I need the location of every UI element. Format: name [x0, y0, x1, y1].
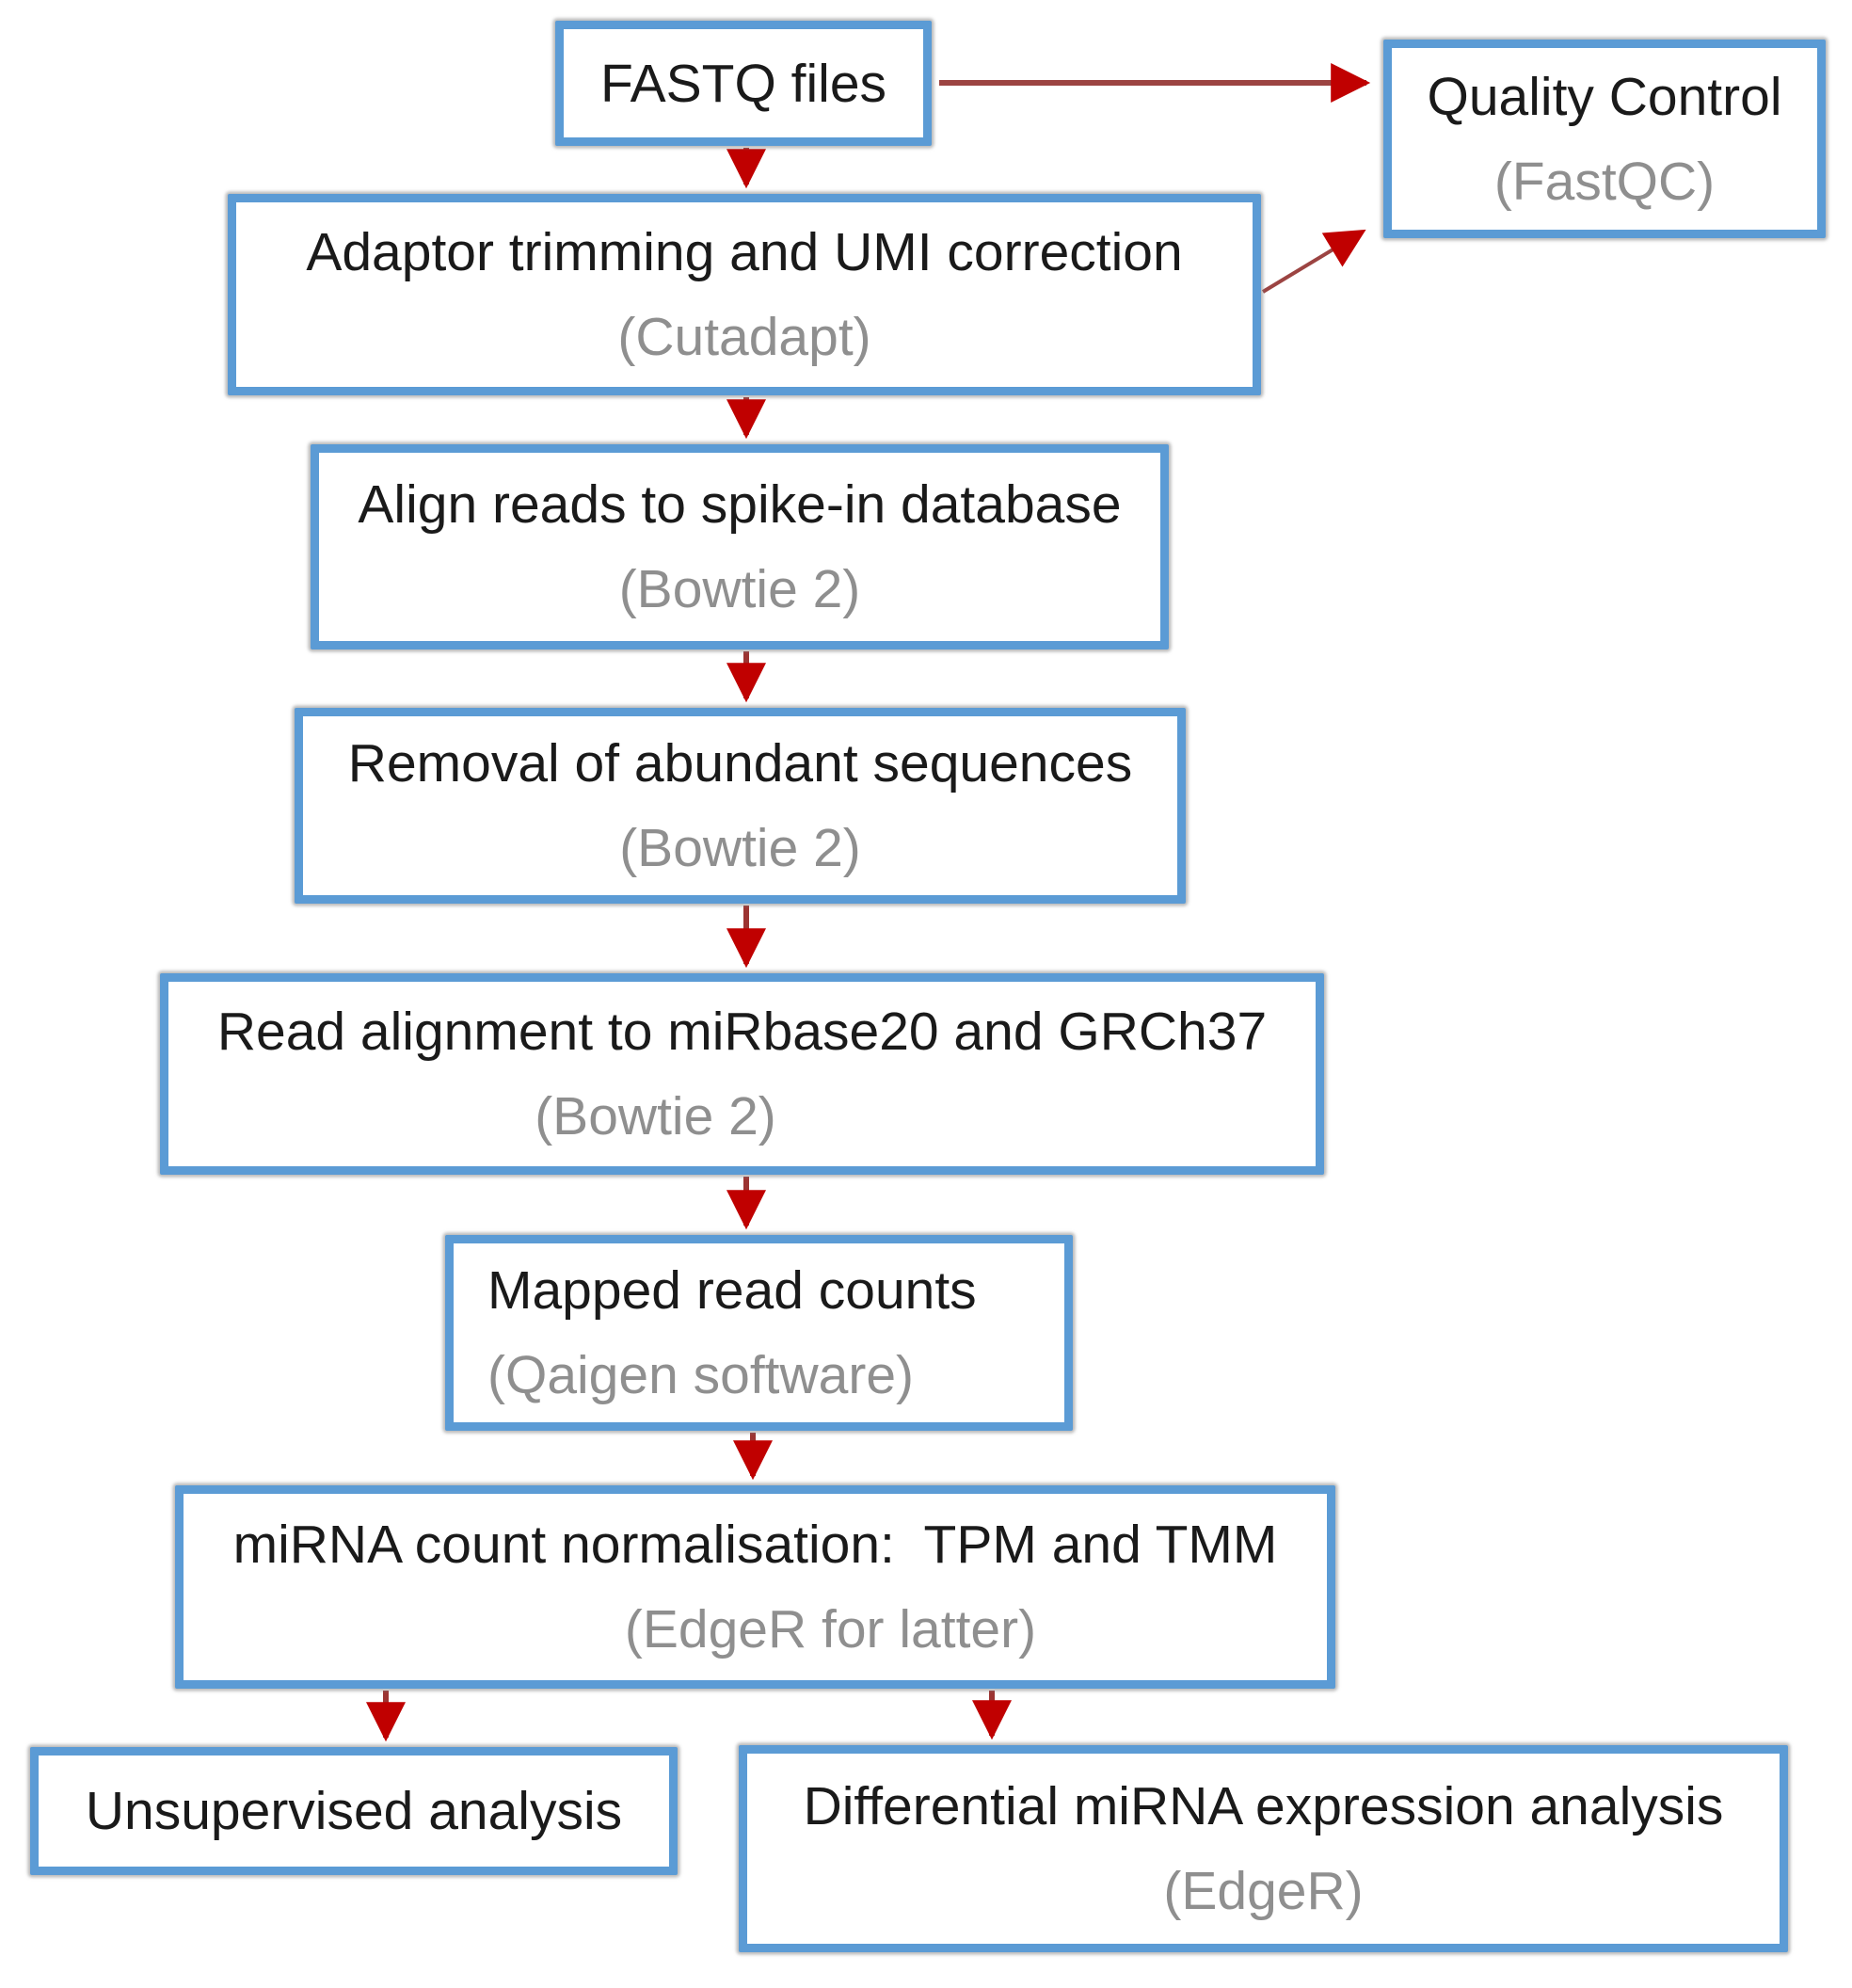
node-title: Differential miRNA expression analysis — [803, 1776, 1724, 1836]
node-subtitle: (Qaigen software) — [487, 1345, 915, 1405]
node-read-alignment: Read alignment to miRbase20 and GRCh37 (… — [160, 973, 1324, 1175]
node-title: Unsupervised analysis — [85, 1781, 623, 1841]
node-differential-expression: Differential miRNA expression analysis (… — [739, 1745, 1788, 1952]
node-title: Mapped read counts — [487, 1260, 977, 1321]
node-subtitle: (FastQC) — [1493, 151, 1716, 212]
node-title: miRNA count normalisation: TPM and TMM — [232, 1515, 1278, 1575]
node-title: Align reads to spike-in database — [358, 474, 1122, 535]
node-title: Read alignment to miRbase20 and GRCh37 — [216, 1002, 1268, 1062]
node-title: FASTQ files — [599, 53, 887, 114]
node-subtitle: (Bowtie 2) — [619, 818, 861, 878]
node-fastq-files: FASTQ files — [555, 21, 932, 146]
node-subtitle: (EdgeR) — [1163, 1861, 1364, 1921]
node-subtitle: (EdgeR for latter) — [624, 1599, 1037, 1659]
node-mapped-read-counts: Mapped read counts (Qaigen software) — [445, 1235, 1073, 1431]
node-title: Removal of abundant sequences — [347, 733, 1133, 794]
node-title: Adaptor trimming and UMI correction — [306, 222, 1183, 282]
node-unsupervised-analysis: Unsupervised analysis — [30, 1747, 678, 1875]
arrow-adaptor-to-qc — [1261, 229, 1366, 294]
node-subtitle: (Cutadapt) — [617, 307, 871, 367]
node-align-spike-in: Align reads to spike-in database (Bowtie… — [311, 444, 1169, 649]
node-subtitle: (Bowtie 2) — [535, 1086, 776, 1146]
node-count-normalisation: miRNA count normalisation: TPM and TMM (… — [175, 1485, 1335, 1689]
node-subtitle: (Bowtie 2) — [618, 559, 861, 619]
node-adaptor-trimming: Adaptor trimming and UMI correction (Cut… — [228, 194, 1261, 395]
node-quality-control: Quality Control (FastQC) — [1383, 40, 1826, 238]
node-title: Quality Control — [1427, 66, 1782, 127]
node-removal-abundant: Removal of abundant sequences (Bowtie 2) — [295, 708, 1186, 904]
